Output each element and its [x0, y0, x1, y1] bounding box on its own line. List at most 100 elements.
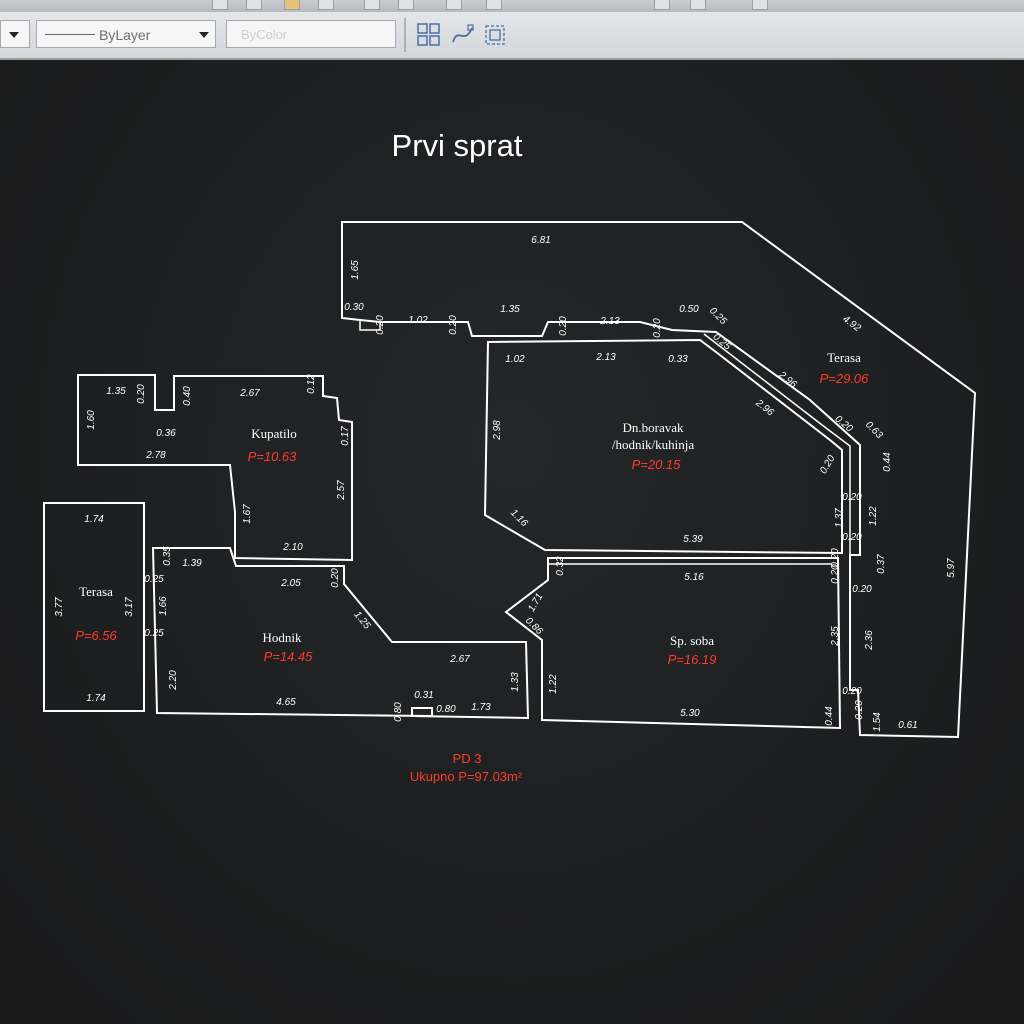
dimension-label: 0.20	[842, 686, 862, 697]
room-area: P=20.15	[632, 457, 682, 472]
dimension-label: 3.77	[54, 597, 65, 617]
wall-north-terrace	[341, 221, 977, 739]
plotstyle-field[interactable]: ByColor	[226, 20, 396, 48]
total-area-label: Ukupno P=97.03m²	[410, 769, 523, 784]
dimension-label: 0.33	[668, 354, 688, 365]
dimension-label: 0.12	[306, 374, 317, 394]
dimension-labels: 6.81 1.65 0.30 0.20 1.02 0.20 1.35 0.20 …	[54, 235, 957, 732]
dimension-label: 1.67	[242, 504, 253, 524]
linetype-sample	[45, 34, 95, 35]
dimension-label: 1.74	[84, 514, 104, 525]
dimension-label: 0.20	[330, 568, 341, 588]
dimension-label: 2.96	[753, 397, 776, 419]
dimension-label: 0.20	[818, 453, 837, 476]
dimension-label: 2.05	[280, 578, 301, 589]
room-name: Kupatilo	[251, 426, 297, 441]
dimension-label: 0.20	[830, 548, 841, 568]
ribbon-button[interactable]	[398, 0, 414, 10]
dimension-label: 0.86	[523, 615, 545, 637]
wall-terrace-left	[43, 502, 145, 712]
ribbon-button[interactable]	[446, 0, 462, 10]
linetype-dropdown[interactable]: ByLayer	[36, 20, 216, 48]
dimension-label: 0.25	[144, 628, 164, 639]
ribbon-button[interactable]	[654, 0, 670, 10]
plotstyle-placeholder: ByColor	[241, 27, 288, 42]
ribbon-button[interactable]	[486, 0, 502, 10]
dimension-label: 1.54	[872, 712, 883, 732]
room-name: Hodnik	[263, 630, 303, 645]
ungroup-icon[interactable]	[482, 22, 508, 48]
room-area: P=29.06	[820, 371, 870, 386]
dimension-label: 2.35	[830, 626, 841, 647]
dimension-label: 1.02	[505, 354, 525, 365]
room-name: Dn.boravak	[622, 420, 684, 435]
ribbon-button[interactable]	[752, 0, 768, 10]
dimension-label: 0.25	[144, 574, 164, 585]
dimension-label: 0.20	[842, 492, 862, 503]
wall-hallway	[151, 547, 530, 720]
dimension-label: 0.20	[830, 564, 841, 584]
dimension-label: 1.35	[106, 386, 126, 397]
dimension-label: 2.13	[599, 316, 620, 327]
dimension-label: 0.37	[876, 554, 887, 574]
dimension-label: 1.16	[508, 507, 530, 529]
wall-bathroom	[77, 374, 353, 562]
dimension-label: 4.65	[276, 697, 296, 708]
dimension-label: 1.22	[548, 674, 559, 694]
dimension-label: 2.78	[145, 450, 166, 461]
dimension-label: 1.02	[408, 315, 428, 326]
drawing-canvas[interactable]: Prvi sprat Terasa P=29.06 Dn.boravak /ho…	[0, 60, 1024, 1024]
dimension-label: 5.16	[684, 572, 704, 583]
dimension-label: 0.20	[375, 315, 386, 335]
dimension-label: 0.36	[156, 428, 176, 439]
room-name: Terasa	[79, 584, 113, 599]
unit-label: PD 3	[453, 751, 482, 766]
dimension-label: 2.20	[168, 670, 179, 691]
dimension-label: 0.80	[393, 702, 404, 722]
ribbon-button[interactable]	[212, 0, 228, 10]
dimension-label: 0.80	[436, 704, 456, 715]
dimension-label: 1.22	[868, 506, 879, 526]
dimension-label: 0.17	[340, 426, 351, 446]
dimension-label: 1.60	[86, 410, 97, 430]
dimension-label: 2.96	[776, 369, 799, 391]
dimension-label: 3.17	[124, 597, 135, 617]
dimension-label: 1.25	[351, 609, 372, 631]
group-icon[interactable]	[416, 22, 442, 48]
room-area: P=6.56	[75, 628, 117, 643]
wall-living-room	[483, 338, 843, 555]
drawing-title: Prvi sprat	[392, 128, 523, 163]
ribbon-button[interactable]	[364, 0, 380, 10]
ribbon-button[interactable]	[246, 0, 262, 10]
dimension-label: 5.30	[680, 708, 700, 719]
dimension-label: 1.39	[182, 558, 202, 569]
room-name: Terasa	[827, 350, 861, 365]
dimension-label: 0.61	[898, 720, 917, 731]
dimension-label: 0.35	[162, 546, 173, 566]
dimension-label: 0.20	[842, 532, 862, 543]
dimension-label: 5.39	[683, 534, 703, 545]
dimension-label: 1.35	[500, 304, 520, 315]
dimension-label: 0.30	[344, 302, 364, 313]
dimension-label: 0.44	[882, 452, 893, 472]
dimension-label: 1.74	[86, 693, 106, 704]
dimension-label: 0.20	[652, 318, 663, 338]
ribbon-button[interactable]	[690, 0, 706, 10]
dimension-label: 1.33	[510, 672, 521, 692]
dimension-label: 0.50	[679, 304, 699, 315]
curve-icon[interactable]	[450, 22, 476, 48]
dimension-label: 1.65	[350, 260, 361, 280]
room-area: P=14.45	[264, 649, 314, 664]
dimension-label: 0.31	[414, 690, 433, 701]
room-name-line2: /hodnik/kuhinja	[612, 437, 695, 452]
color-dropdown[interactable]	[0, 20, 30, 48]
ribbon-button[interactable]	[284, 0, 300, 10]
floor-plan: Prvi sprat Terasa P=29.06 Dn.boravak /ho…	[43, 128, 977, 784]
room-area: P=16.19	[668, 652, 717, 667]
dimension-label: 2.10	[282, 542, 303, 553]
chevron-down-icon	[9, 32, 19, 38]
dimension-label: 0.44	[824, 706, 835, 726]
dimension-label: 0.25	[707, 305, 729, 327]
ribbon-button[interactable]	[318, 0, 334, 10]
dimension-label: 0.20	[558, 316, 569, 336]
